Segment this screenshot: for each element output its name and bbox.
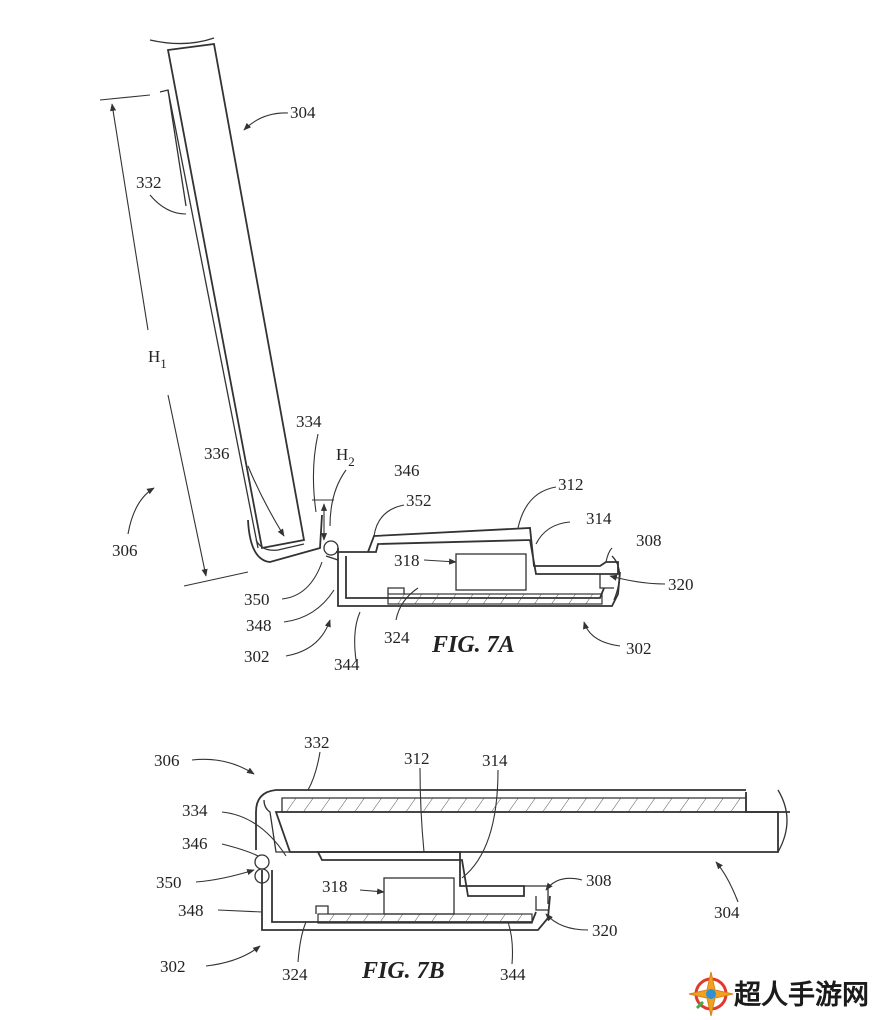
caption-fig-7b: FIG. 7B <box>361 958 445 984</box>
label-308: 308 <box>636 531 662 550</box>
fig-7b-labels: 306 332 312 314 334 346 318 308 350 348 … <box>154 733 740 984</box>
display-housing-304 <box>149 37 323 563</box>
label-h1: H1 <box>148 347 167 371</box>
dimension-h2 <box>312 499 334 541</box>
compass-star-logo-icon <box>688 971 734 1017</box>
label-308-b: 308 <box>586 871 612 890</box>
label-302-right: 302 <box>626 639 652 658</box>
label-348: 348 <box>246 616 272 635</box>
label-304: 304 <box>290 103 316 122</box>
label-336: 336 <box>204 444 230 463</box>
dimension-h1 <box>99 94 249 587</box>
label-344-b: 344 <box>500 965 526 984</box>
label-302-left: 302 <box>244 647 270 666</box>
label-332-b: 332 <box>304 733 330 752</box>
label-334: 334 <box>296 412 322 431</box>
fig-7b-leaders <box>191 751 739 967</box>
fig-7a: 304 332 H1 334 H2 346 312 352 314 336 30… <box>99 37 694 674</box>
base-housing-302-closed <box>254 851 551 931</box>
watermark: 超人手游网 <box>688 971 869 1017</box>
fig-7b: 306 332 312 314 334 346 318 308 350 348 … <box>154 733 790 984</box>
label-306: 306 <box>112 541 138 560</box>
label-320-b: 320 <box>592 921 618 940</box>
label-302-b: 302 <box>160 957 186 976</box>
label-348-b: 348 <box>178 901 204 920</box>
label-324-b: 324 <box>282 965 308 984</box>
label-320: 320 <box>668 575 694 594</box>
watermark-text: 超人手游网 <box>734 980 869 1011</box>
label-324: 324 <box>384 628 410 647</box>
label-h2: H2 <box>336 445 355 469</box>
label-304-b: 304 <box>714 903 740 922</box>
label-350-b: 350 <box>156 873 182 892</box>
label-318-b: 318 <box>322 877 348 896</box>
label-332: 332 <box>136 173 162 192</box>
fig-7a-labels: 304 332 H1 334 H2 346 312 352 314 336 30… <box>112 103 694 674</box>
caption-fig-7a: FIG. 7A <box>431 632 515 658</box>
fig-7a-leaders <box>127 112 666 661</box>
label-314-b: 314 <box>482 751 508 770</box>
label-352: 352 <box>406 491 432 510</box>
label-312: 312 <box>558 475 584 494</box>
label-306-b: 306 <box>154 751 180 770</box>
display-housing-304-closed <box>255 789 790 853</box>
label-318: 318 <box>394 551 420 570</box>
label-312-b: 312 <box>404 749 430 768</box>
base-housing-302 <box>323 527 621 607</box>
label-346-b: 346 <box>182 834 208 853</box>
label-346: 346 <box>394 461 420 480</box>
label-314: 314 <box>586 509 612 528</box>
label-344: 344 <box>334 655 360 674</box>
label-334-b: 334 <box>182 801 208 820</box>
label-350: 350 <box>244 590 270 609</box>
